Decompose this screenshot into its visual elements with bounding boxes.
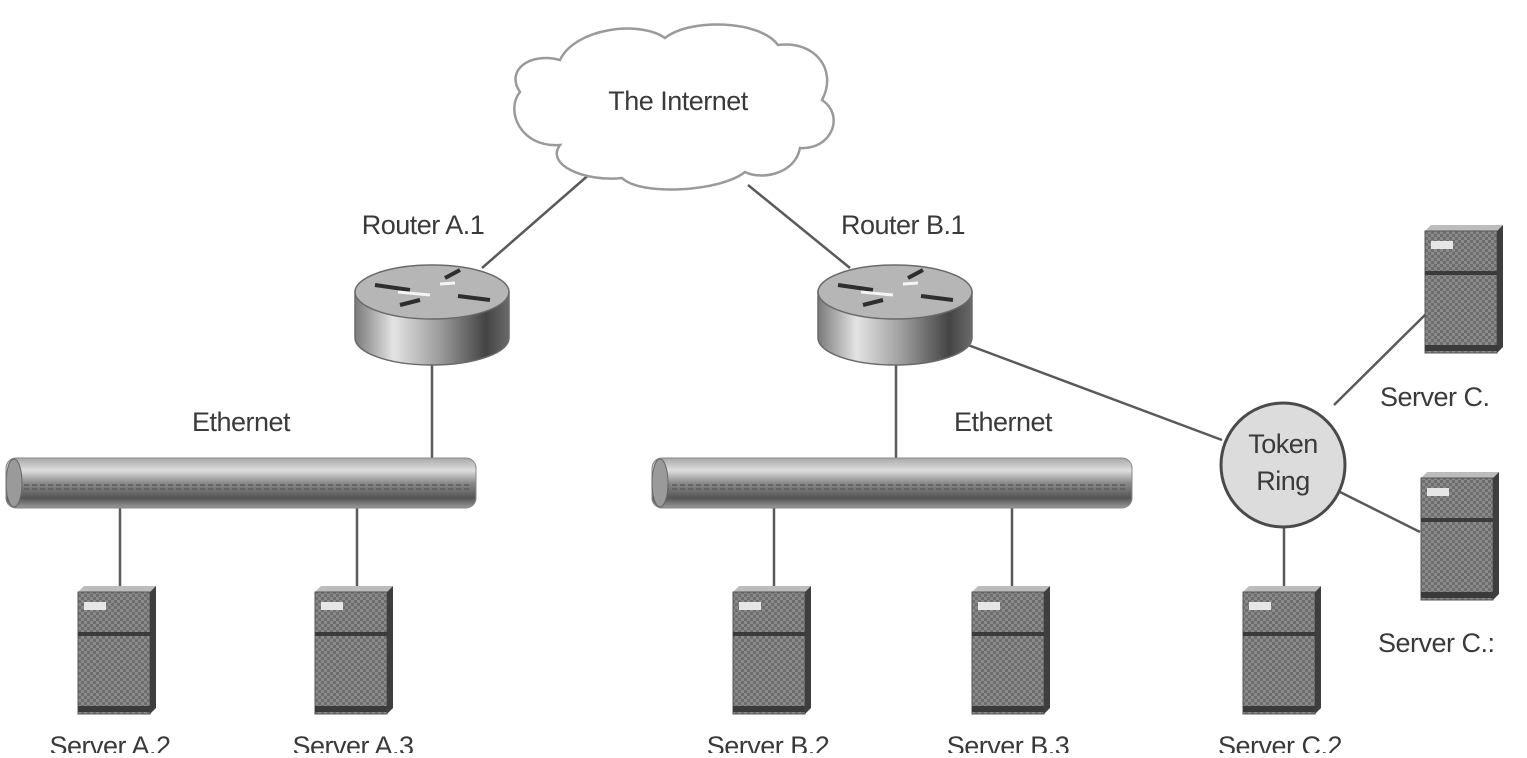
token-ring-label-line2: Ring: [1256, 466, 1310, 496]
internet-label: The Internet: [608, 86, 749, 116]
token-ring[interactable]: Token Ring: [1219, 401, 1347, 529]
server-icon: [314, 586, 393, 715]
router-b1[interactable]: Router B.1: [817, 210, 973, 366]
server-c2[interactable]: Server C.2: [1218, 586, 1343, 758]
router-b1-label: Router B.1: [841, 210, 965, 240]
server-icon: [971, 586, 1050, 715]
router-icon: [817, 264, 973, 366]
ethernet-segment-b[interactable]: Ethernet: [651, 407, 1133, 509]
link-token-ring-server-c-lower: [1339, 490, 1421, 534]
server-a3-label: Server A.3: [292, 731, 413, 753]
links: [118, 171, 1429, 586]
server-b2-label: Server B.2: [707, 731, 830, 753]
server-c-lower[interactable]: Server C.:: [1378, 472, 1499, 658]
server-b2[interactable]: Server B.2: [707, 586, 830, 758]
ethernet-cable-icon: [5, 457, 477, 509]
server-icon: [1420, 472, 1499, 601]
internet-cloud[interactable]: The Internet: [513, 23, 835, 191]
link-token-ring-server-c-upper: [1333, 311, 1429, 406]
server-a2-label: Server A.2: [49, 731, 170, 753]
server-a2[interactable]: Server A.2: [49, 586, 171, 758]
server-icon: [1242, 586, 1321, 715]
servers: Server A.2 Server A.3 Server B.2 Server B.3…: [49, 225, 1503, 758]
server-icon: [1424, 225, 1503, 354]
token-ring-icon: [1219, 401, 1347, 529]
server-c-lower-label: Server C.:: [1378, 628, 1495, 658]
link-router-b1-token-ring: [967, 343, 1223, 442]
token-ring-label-line1: Token: [1248, 429, 1318, 459]
cloud-icon: [513, 23, 835, 191]
server-c2-label: Server C.2: [1218, 731, 1342, 753]
router-icon: [354, 264, 510, 366]
ethernet-cable-icon: [651, 457, 1133, 509]
server-c-upper-label: Server C.: [1380, 382, 1490, 412]
server-b3-label: Server B.3: [947, 731, 1070, 753]
server-icon: [77, 586, 156, 715]
router-a1[interactable]: Router A.1: [354, 210, 510, 366]
server-icon: [732, 586, 811, 715]
ethernet-a-label: Ethernet: [192, 407, 291, 437]
server-c-upper[interactable]: Server C.: [1380, 225, 1503, 412]
link-internet-router-b1: [747, 184, 851, 269]
server-a3[interactable]: Server A.3: [292, 586, 414, 758]
ethernet-b-label: Ethernet: [954, 407, 1053, 437]
router-a1-label: Router A.1: [362, 210, 485, 240]
ethernet-segment-a[interactable]: Ethernet: [5, 407, 477, 509]
link-internet-router-a1: [481, 171, 593, 269]
server-b3[interactable]: Server B.3: [947, 586, 1070, 758]
